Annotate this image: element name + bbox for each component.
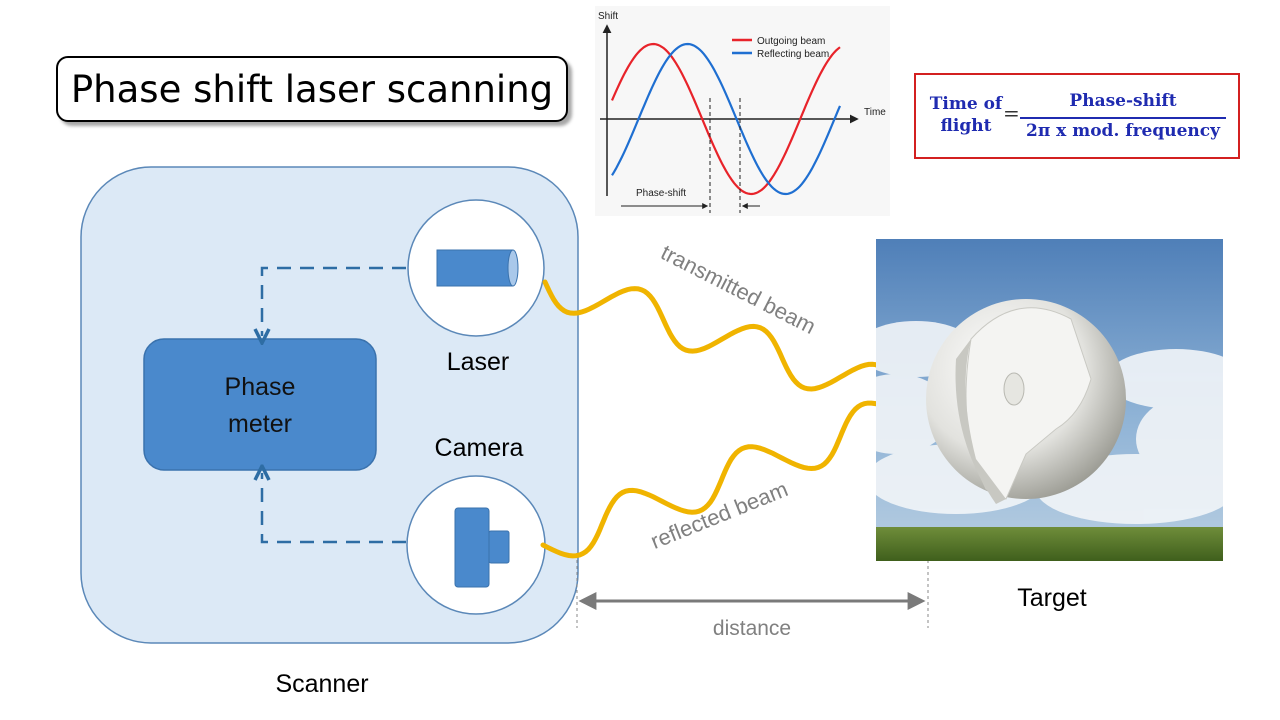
target-photo xyxy=(876,239,1223,561)
legend-outgoing-label: Outgoing beam xyxy=(757,36,825,47)
ear-shape xyxy=(1003,372,1025,406)
legend-reflecting-label: Reflecting beam xyxy=(757,49,829,60)
target-label: Target xyxy=(1017,584,1087,612)
wave-graph-y-label: Shift xyxy=(598,11,618,22)
formula-fraction-bar xyxy=(1020,117,1226,119)
formula-lhs-line2: flight xyxy=(940,116,992,136)
camera-to-meter-arrow xyxy=(262,473,406,544)
distance-label: distance xyxy=(713,617,791,640)
phase-meter-label-line2: meter xyxy=(228,410,292,438)
phase-shift-label: Phase-shift xyxy=(636,188,686,199)
phase-meter-label-line1: Phase xyxy=(225,373,296,401)
camera-icon xyxy=(454,507,510,588)
wave-graph-x-label: Time xyxy=(864,107,886,118)
formula-lhs: Time of flight xyxy=(928,93,1004,137)
transmitted-beam xyxy=(542,279,926,429)
reflected-beam xyxy=(540,400,941,559)
transmitted-beam-label: transmitted beam xyxy=(657,240,820,339)
wave-graph: Shift Time Outgoing beam Reflecting beam… xyxy=(595,6,890,216)
scanner-label: Scanner xyxy=(275,670,368,698)
formula-numerator: Phase-shift xyxy=(1069,91,1177,111)
title-box: Phase shift laser scanning xyxy=(56,56,568,122)
laser-icon xyxy=(436,249,519,287)
reflecting-beam-curve xyxy=(611,42,842,196)
laser-label: Laser xyxy=(447,348,510,376)
formula-lhs-line1: Time of xyxy=(929,94,1003,114)
formula-equals: = xyxy=(1003,101,1020,125)
formula-denominator: 2π x mod. frequency xyxy=(1025,121,1221,141)
page-title: Phase shift laser scanning xyxy=(70,67,554,111)
camera-label: Camera xyxy=(435,434,524,462)
phase-meter-box xyxy=(143,338,377,471)
outgoing-beam-curve xyxy=(610,42,841,196)
time-of-flight-formula: Time of flight = Phase-shift 2π x mod. f… xyxy=(914,73,1240,159)
laser-to-meter-arrow xyxy=(262,266,406,336)
